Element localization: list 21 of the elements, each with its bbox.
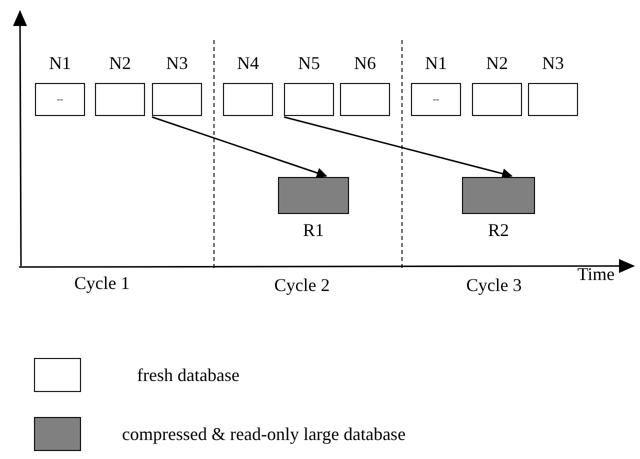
arrow bbox=[284, 116, 513, 179]
legend-text: compressed & read-only large database bbox=[122, 424, 406, 444]
node-label: N3 bbox=[542, 53, 564, 73]
node-label: N2 bbox=[486, 53, 508, 73]
arrow bbox=[152, 116, 328, 178]
node-label: N2 bbox=[109, 53, 131, 73]
cycle-label: Cycle 2 bbox=[273, 275, 331, 295]
node-label: N1 bbox=[425, 53, 447, 73]
node-label: N6 bbox=[354, 53, 376, 73]
box-text: -- bbox=[433, 95, 439, 104]
box-text: -- bbox=[57, 95, 63, 104]
legend-text: fresh database bbox=[137, 365, 240, 385]
node-label: N4 bbox=[237, 53, 259, 73]
cycle-label: Cycle 3 bbox=[465, 275, 523, 295]
cycle-label: Cycle 1 bbox=[73, 273, 131, 293]
node-label: R1 bbox=[302, 220, 324, 240]
node-label: N1 bbox=[49, 53, 71, 73]
node-label: N5 bbox=[298, 53, 320, 73]
node-label: R2 bbox=[488, 220, 509, 240]
node-label: N3 bbox=[166, 53, 188, 73]
axis-label: Time bbox=[576, 264, 616, 284]
